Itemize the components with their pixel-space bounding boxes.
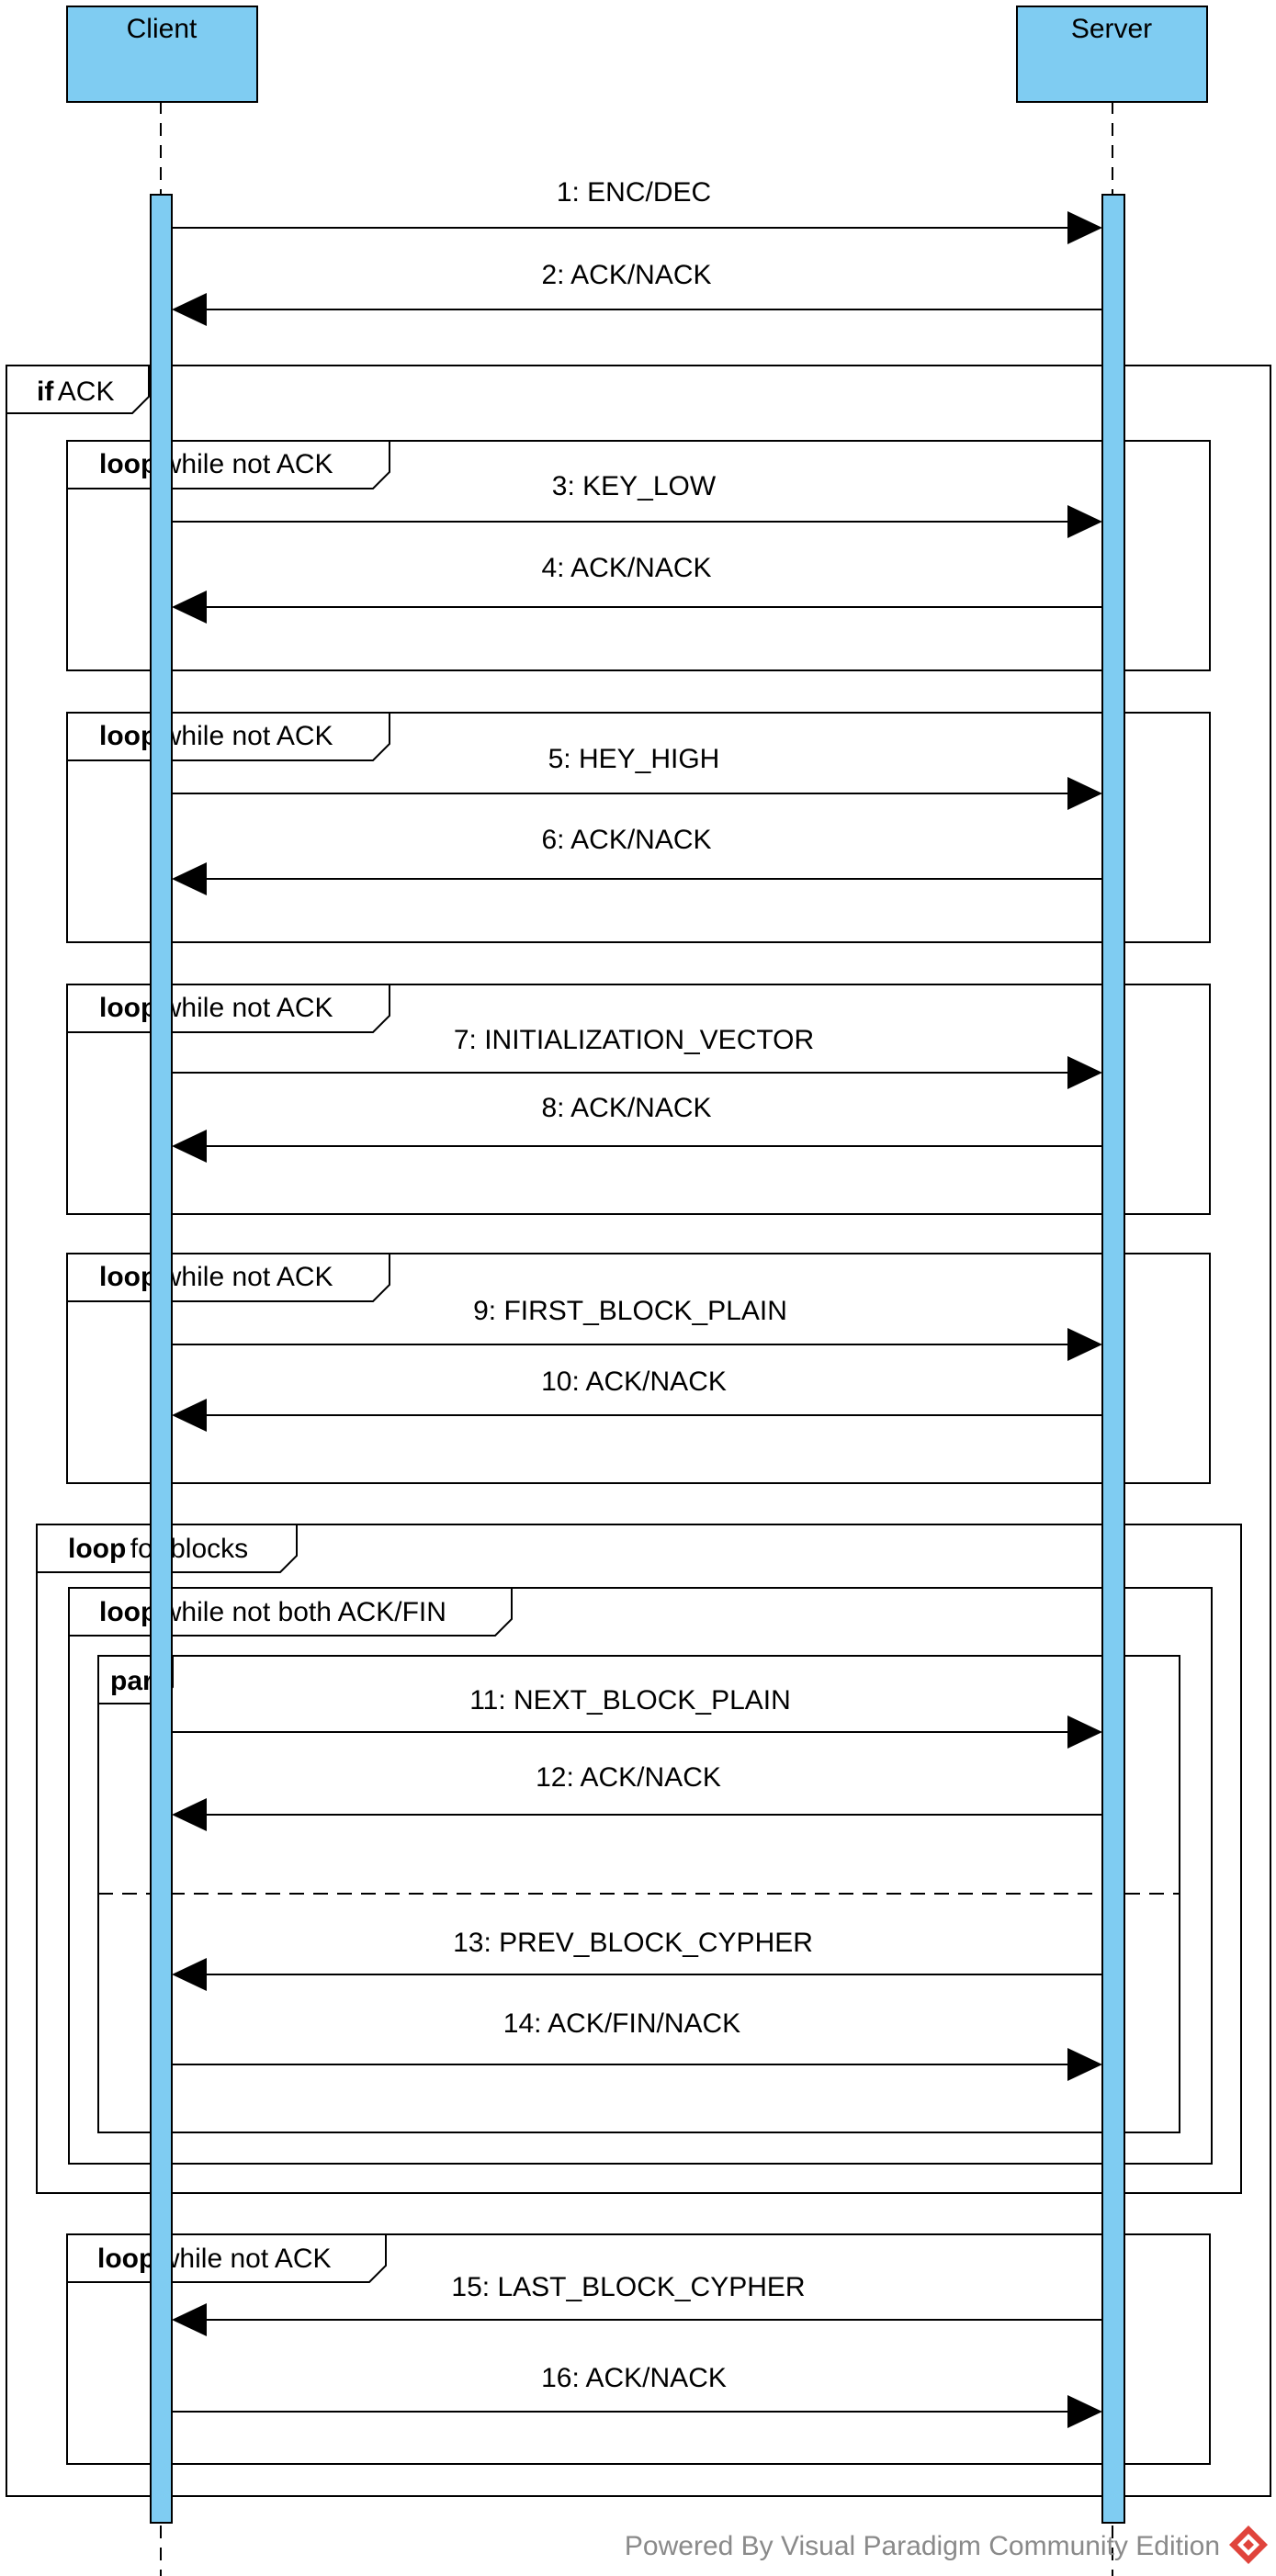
message-10: 10: ACK/NACK xyxy=(172,1367,1102,1432)
svg-text:loop while not both ACK/FIN: loop while not both ACK/FIN xyxy=(99,1597,446,1627)
frame-loop-first-block-guard: while not ACK xyxy=(161,1262,333,1292)
frame-loop-first-block: loop while not ACK xyxy=(66,1253,1211,1484)
message-15: 15: LAST_BLOCK_CYPHER xyxy=(172,2272,1102,2336)
frame-loop-hey-high-guard: while not ACK xyxy=(161,721,333,751)
message-8: 8: ACK/NACK xyxy=(172,1093,1102,1163)
message-6-arrowhead-icon xyxy=(172,862,207,895)
message-1-arrowhead-icon xyxy=(1067,211,1102,244)
message-6: 6: ACK/NACK xyxy=(172,825,1102,895)
message-14-label: 14: ACK/FIN/NACK xyxy=(503,2008,740,2039)
svg-text:loop while not ACK: loop while not ACK xyxy=(99,993,333,1023)
message-5-label: 5: HEY_HIGH xyxy=(548,744,720,774)
svg-text:loop while not ACK: loop while not ACK xyxy=(99,1262,333,1292)
message-11-arrowhead-icon xyxy=(1067,1715,1102,1749)
frame-par: par xyxy=(97,1655,1180,2133)
message-9-arrowhead-icon xyxy=(1067,1328,1102,1361)
frame-loop-iv: loop while not ACK xyxy=(66,984,1211,1215)
message-2-arrowhead-icon xyxy=(172,293,207,326)
frame-loop-last-block: loop while not ACK xyxy=(66,2233,1211,2465)
footer-text: Powered By Visual Paradigm Community Edi… xyxy=(625,2531,1220,2561)
message-3-label: 3: KEY_LOW xyxy=(552,471,717,501)
frame-loop-blocks-keyword: loop xyxy=(68,1534,126,1564)
message-7-label: 7: INITIALIZATION_VECTOR xyxy=(454,1025,814,1055)
server-actor: Server xyxy=(1016,6,1208,103)
message-11: 11: NEXT_BLOCK_PLAIN xyxy=(172,1685,1102,1749)
frame-loop-first-block-keyword: loop xyxy=(99,1262,157,1292)
message-1: 1: ENC/DEC xyxy=(172,177,1102,244)
message-5: 5: HEY_HIGH xyxy=(172,744,1102,810)
message-2-label: 2: ACK/NACK xyxy=(541,260,711,290)
message-3-arrowhead-icon xyxy=(1067,505,1102,538)
message-10-label: 10: ACK/NACK xyxy=(541,1367,727,1397)
message-7-arrowhead-icon xyxy=(1067,1056,1102,1089)
message-12-label: 12: ACK/NACK xyxy=(536,1762,721,1793)
frame-loop-ack-fin: loop while not both ACK/FIN xyxy=(68,1587,1213,2165)
message-6-label: 6: ACK/NACK xyxy=(541,825,711,855)
client-actor: Client xyxy=(66,6,258,103)
client-actor-label: Client xyxy=(127,14,198,44)
frame-loop-last-block-keyword: loop xyxy=(97,2244,155,2274)
frame-loop-last-block-guard: while not ACK xyxy=(159,2244,332,2274)
message-11-label: 11: NEXT_BLOCK_PLAIN xyxy=(469,1685,791,1715)
frame-par-keyword: par xyxy=(110,1666,153,1696)
message-12-arrowhead-icon xyxy=(172,1798,207,1831)
svg-text:loop while not ACK: loop while not ACK xyxy=(99,449,333,479)
message-4: 4: ACK/NACK xyxy=(172,553,1102,624)
message-14-arrowhead-icon xyxy=(1067,2048,1102,2081)
message-4-arrowhead-icon xyxy=(172,591,207,624)
message-8-arrowhead-icon xyxy=(172,1130,207,1163)
frame-loop-blocks-guard: for blocks xyxy=(130,1534,248,1564)
message-9: 9: FIRST_BLOCK_PLAIN xyxy=(172,1296,1102,1361)
footer-watermark: Powered By Visual Paradigm Community Edi… xyxy=(625,2525,1268,2564)
message-16-arrowhead-icon xyxy=(1067,2395,1102,2428)
svg-text:loop while not ACK: loop while not ACK xyxy=(99,721,333,751)
frame-loop-ack-fin-keyword: loop xyxy=(99,1597,157,1627)
svg-text:loop while not ACK: loop while not ACK xyxy=(97,2244,332,2274)
frame-loop-key-low-keyword: loop xyxy=(99,449,157,479)
message-10-arrowhead-icon xyxy=(172,1399,207,1432)
frame-if-ack-guard: ACK xyxy=(58,377,115,407)
server-actor-label: Server xyxy=(1071,14,1152,44)
message-16: 16: ACK/NACK xyxy=(172,2363,1102,2428)
message-13: 13: PREV_BLOCK_CYPHER xyxy=(172,1928,1102,1991)
message-16-label: 16: ACK/NACK xyxy=(541,2363,727,2393)
message-8-label: 8: ACK/NACK xyxy=(541,1093,711,1123)
message-15-label: 15: LAST_BLOCK_CYPHER xyxy=(451,2272,805,2302)
message-12: 12: ACK/NACK xyxy=(172,1762,1102,1831)
svg-text:if ACK: if ACK xyxy=(37,377,114,407)
frame-if-ack: if ACK xyxy=(6,365,1271,2497)
message-13-label: 13: PREV_BLOCK_CYPHER xyxy=(453,1928,813,1958)
frame-loop-hey-high: loop while not ACK xyxy=(66,712,1211,943)
client-activation-bar xyxy=(150,194,173,2524)
frame-if-ack-keyword: if xyxy=(37,377,54,407)
message-1-label: 1: ENC/DEC xyxy=(557,177,711,208)
frame-loop-ack-fin-guard: while not both ACK/FIN xyxy=(161,1597,446,1627)
message-4-label: 4: ACK/NACK xyxy=(541,553,711,583)
frame-loop-iv-guard: while not ACK xyxy=(161,993,333,1023)
frame-loop-iv-keyword: loop xyxy=(99,993,157,1023)
visual-paradigm-logo-icon xyxy=(1229,2525,1268,2564)
frame-loop-hey-high-keyword: loop xyxy=(99,721,157,751)
message-2: 2: ACK/NACK xyxy=(172,260,1102,326)
message-3: 3: KEY_LOW xyxy=(172,471,1102,538)
message-15-arrowhead-icon xyxy=(172,2303,207,2336)
frame-loop-key-low: loop while not ACK xyxy=(66,440,1211,671)
server-activation-bar xyxy=(1101,194,1125,2524)
message-5-arrowhead-icon xyxy=(1067,777,1102,810)
message-7: 7: INITIALIZATION_VECTOR xyxy=(172,1025,1102,1089)
message-9-label: 9: FIRST_BLOCK_PLAIN xyxy=(473,1296,787,1326)
message-13-arrowhead-icon xyxy=(172,1958,207,1991)
frame-loop-key-low-guard: while not ACK xyxy=(161,449,333,479)
message-14: 14: ACK/FIN/NACK xyxy=(172,2008,1102,2081)
